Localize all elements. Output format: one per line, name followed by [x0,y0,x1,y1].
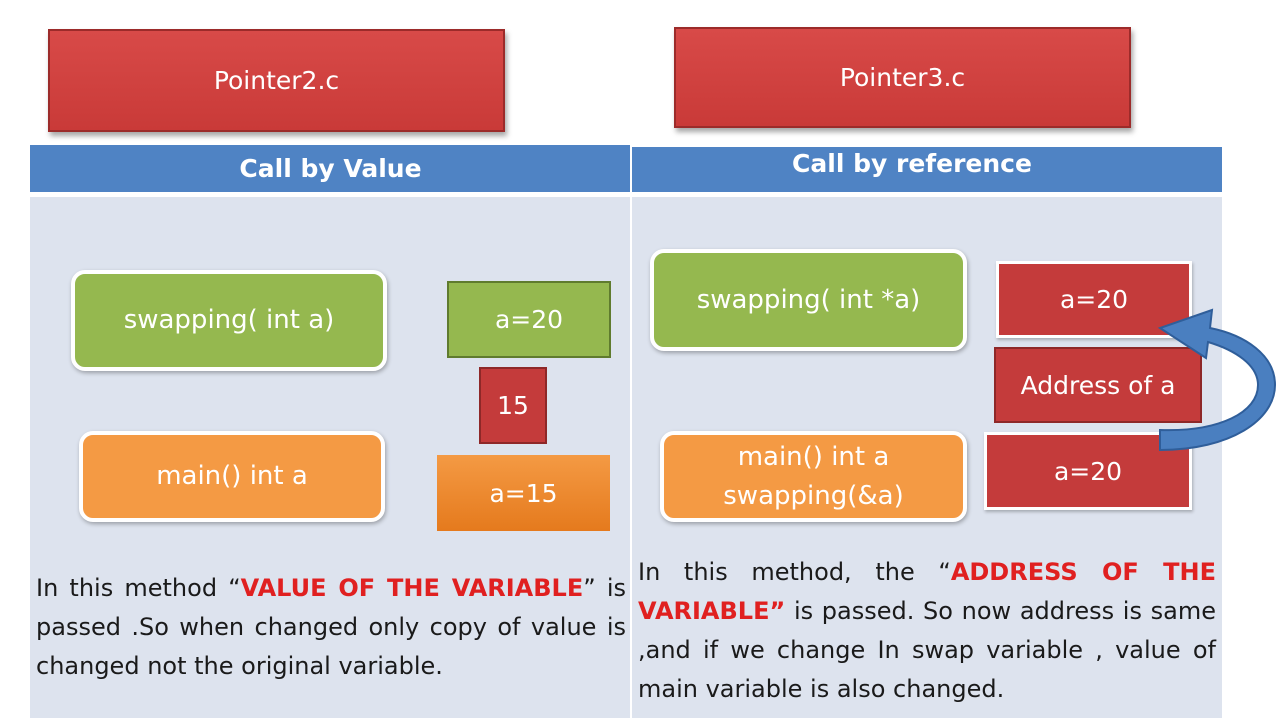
ref-a-20-top-box: a=20 [996,261,1192,338]
ref-a-20-bottom-label: a=20 [1053,456,1123,486]
swapping-pointer-label: swapping( int *a) [696,284,921,315]
main-value-box: main() int a [79,431,385,522]
desc-highlight: VALUE OF THE VARIABLE [240,574,584,602]
ref-desc-highlight: ADDRESS OF THE VARIABLE” [638,558,1216,625]
panel-divider [630,145,632,718]
main-a-15-label: a=15 [489,478,558,508]
ref-a-20-top-label: a=20 [1059,285,1129,314]
ref-desc-post: is passed. So now address is same ,and i… [638,597,1216,703]
swapping-value-label: swapping( int a) [123,305,335,335]
pointer2-title: Pointer2.c [213,66,340,95]
copy-a-20-box: a=20 [447,281,611,358]
pointer3-title: Pointer3.c [839,63,966,92]
value-15-box: 15 [479,367,547,444]
ref-desc-pre: In this method, the “ [638,558,951,586]
main-reference-line2: swapping(&a) [723,480,904,511]
call-by-value-desc-text: In this method “VALUE OF THE VARIABLE” i… [36,569,626,686]
swapping-value-box: swapping( int a) [71,270,387,371]
pointer2-title-box: Pointer2.c [48,29,505,132]
desc-pre-text: In this method “ [36,574,241,602]
call-by-reference-header: Call by reference [632,147,1222,192]
call-by-reference-desc-text: In this method, the “ADDRESS OF THE VARI… [638,553,1216,709]
call-by-reference-header-text: Call by reference [792,149,1032,178]
pointer3-title-box: Pointer3.c [674,27,1131,128]
value-15-label: 15 [497,391,529,420]
main-a-15-box: a=15 [437,455,610,531]
call-by-reference-description: In this method, the “ADDRESS OF THE VARI… [638,553,1216,709]
curved-arrow-icon [1157,308,1277,452]
swapping-pointer-box: swapping( int *a) [650,249,967,351]
desc-post-text: ” is passed .So when changed only copy o… [36,574,626,680]
copy-a-20-label: a=20 [494,305,564,334]
call-by-value-header: Call by Value [30,145,631,192]
curved-arrow-shape [1157,308,1277,452]
call-by-value-description: In this method “VALUE OF THE VARIABLE” i… [36,569,626,686]
main-value-label: main() int a [156,461,308,491]
call-by-value-header-text: Call by Value [239,154,422,183]
address-of-a-label: Address of a [1020,370,1176,400]
address-of-a-box: Address of a [994,347,1202,423]
ref-a-20-bottom-box: a=20 [984,432,1192,510]
header-divider [30,192,1222,197]
main-reference-box: main() int a swapping(&a) [660,431,967,522]
main-reference-line1: main() int a [737,441,890,472]
